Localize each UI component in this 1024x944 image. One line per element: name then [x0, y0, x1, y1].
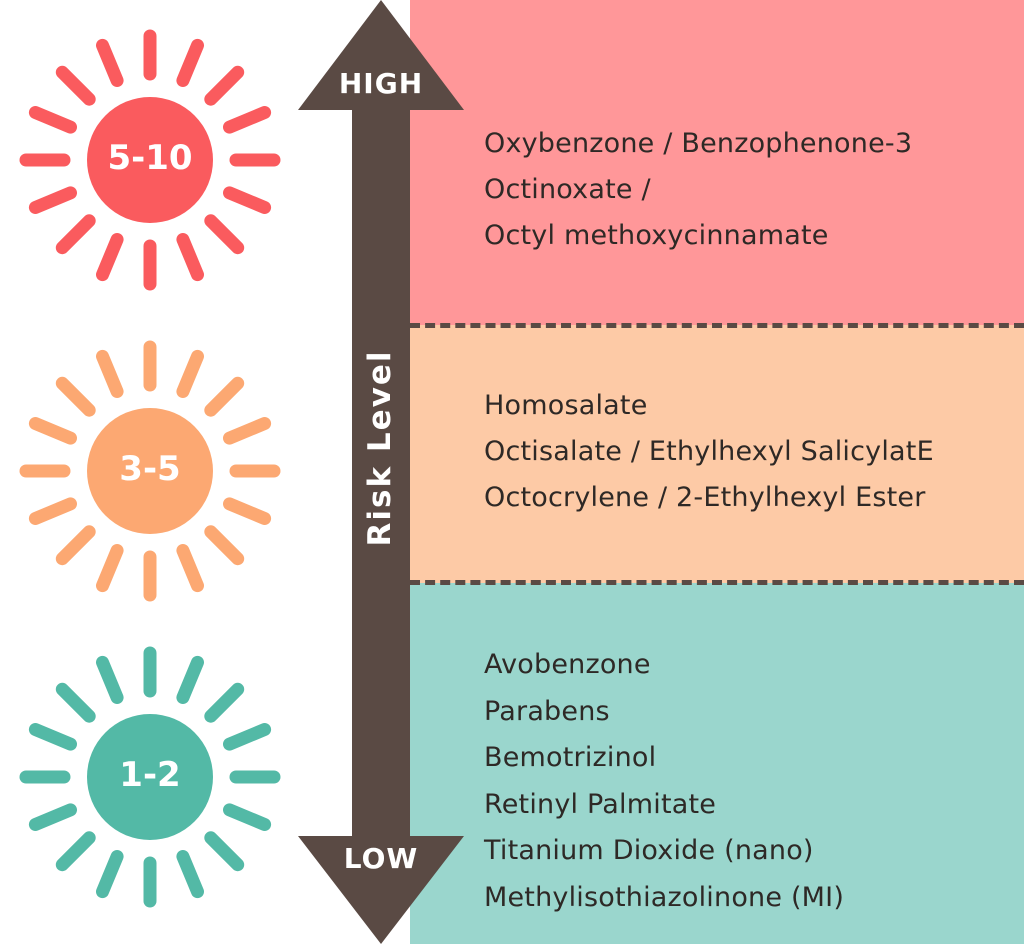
sun-label-high: 5-10 — [107, 138, 193, 178]
ingredient-item: Octyl methoxycinnamate — [484, 220, 829, 251]
sun-core — [87, 97, 213, 223]
ingredient-item: Octisalate / Ethylhexyl SalicylatE — [484, 436, 934, 467]
medium-risk-ingredient-list: Homosalate Octisalate / Ethylhexyl Salic… — [484, 386, 934, 524]
sun-ray — [96, 38, 124, 87]
sun-ray — [55, 376, 96, 417]
sun-ray — [28, 417, 77, 445]
sun-label-medium: 3-5 — [119, 449, 181, 489]
sun-ray — [223, 723, 272, 751]
axis-title: Risk Level — [362, 349, 398, 547]
band-low-risk — [410, 583, 1024, 944]
sun-ray — [204, 831, 245, 872]
ingredient-item: Octinoxate / — [484, 174, 651, 205]
sun-label-low: 1-2 — [119, 755, 181, 795]
sun-ray — [96, 544, 124, 593]
sun-ray — [176, 655, 204, 704]
sun-ray — [96, 349, 124, 398]
band-medium-risk — [410, 325, 1024, 583]
divider-high-mid — [410, 323, 1024, 328]
ingredient-item: Retinyl Palmitate — [484, 788, 717, 820]
low-risk-ingredient-list: Avobenzone Parabens Bemotrizinol Retinyl… — [484, 645, 844, 924]
sun-medium-icon — [19, 340, 281, 602]
sun-ray — [176, 349, 204, 398]
ingredient-item: Homosalate — [484, 390, 648, 421]
sun-ray — [204, 525, 245, 566]
sun-ray — [223, 417, 272, 445]
ingredient-item: Titanium Dioxide (nano) — [484, 835, 814, 866]
sun-ray — [28, 497, 77, 525]
ingredient-item: Bemotrizinol — [484, 742, 657, 773]
sun-ray — [55, 831, 96, 872]
sun-ray — [96, 655, 124, 704]
sun-ray — [223, 803, 272, 831]
sun-ray — [204, 214, 245, 255]
sun-ray — [223, 106, 272, 134]
sun-ray — [176, 544, 204, 593]
sun-core — [87, 714, 213, 840]
band-high-risk — [410, 0, 1024, 325]
sun-ray — [176, 850, 204, 899]
sun-low-icon — [19, 646, 281, 908]
divider-mid-low — [410, 580, 1024, 585]
sun-ray — [176, 233, 204, 282]
sun-ray — [55, 65, 96, 106]
sun-icons-group — [19, 29, 281, 908]
arrow-head-up-icon — [298, 0, 464, 110]
sun-ray — [204, 376, 245, 417]
sun-ray — [55, 214, 96, 255]
sun-ray — [28, 723, 77, 751]
sun-ray — [96, 850, 124, 899]
sun-ray — [28, 186, 77, 214]
sun-ray — [28, 106, 77, 134]
arrow-shaft — [352, 100, 410, 844]
low-label: LOW — [343, 842, 419, 875]
ingredient-item: Methylisothiazolinone (MI) — [484, 881, 845, 913]
sun-ray — [96, 233, 124, 282]
sun-ray — [223, 497, 272, 525]
ingredient-item: Octocrylene / 2-Ethylhexyl Ester — [484, 482, 926, 513]
sun-core — [87, 408, 213, 534]
sun-ray — [176, 38, 204, 87]
sun-ray — [204, 65, 245, 106]
sun-ray — [204, 682, 245, 723]
ingredient-item: Oxybenzone / Benzophenone-3 — [484, 128, 913, 159]
sun-ray — [55, 525, 96, 566]
ingredient-item: Parabens — [484, 695, 610, 727]
arrow-head-down-icon — [298, 836, 464, 944]
ingredient-item: Avobenzone — [484, 649, 651, 680]
sun-ray — [55, 682, 96, 723]
sun-high-icon — [19, 29, 281, 291]
high-label: HIGH — [338, 67, 424, 100]
sun-ray — [223, 186, 272, 214]
sun-ray — [28, 803, 77, 831]
high-risk-ingredient-list: Oxybenzone / Benzophenone-3 Octinoxate /… — [484, 124, 912, 262]
